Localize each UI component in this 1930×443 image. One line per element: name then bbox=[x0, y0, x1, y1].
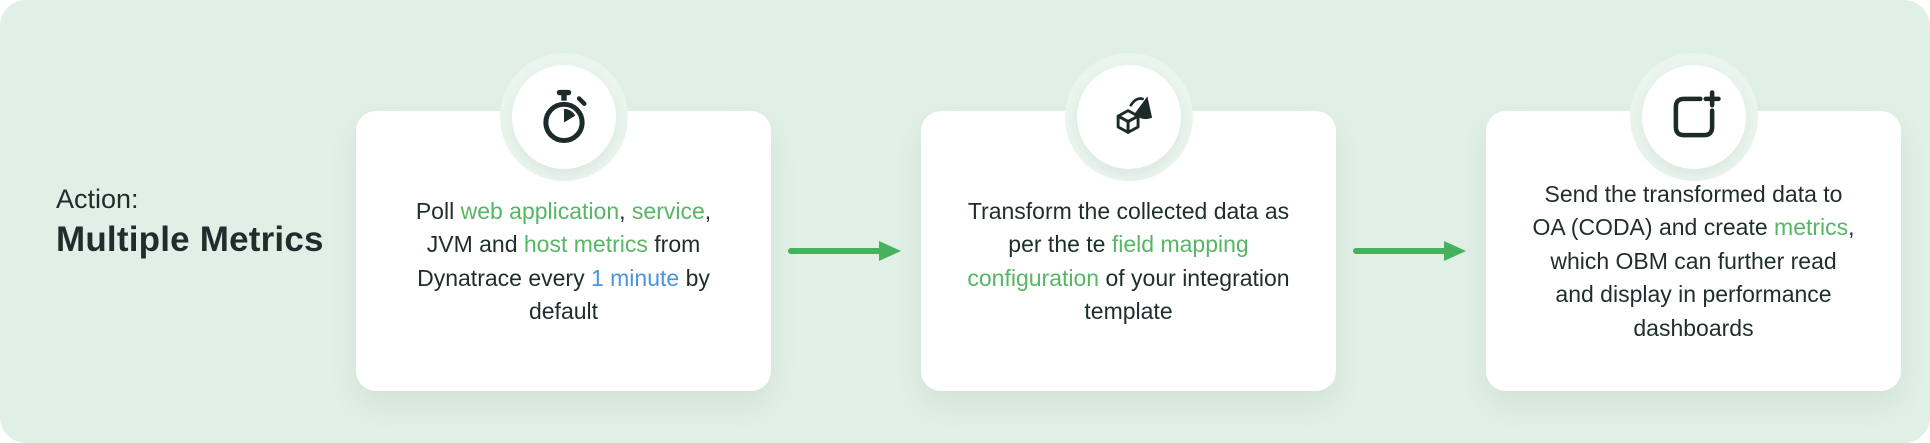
text-segment: , bbox=[619, 197, 632, 224]
text-segment: 1 minute bbox=[590, 264, 680, 291]
text-segment: Poll bbox=[415, 197, 461, 224]
flow-arrow bbox=[1353, 240, 1466, 261]
card-send-data: Send the transformed data to OA (CODA) a… bbox=[1486, 52, 1901, 391]
send-create-icon bbox=[1673, 89, 1721, 137]
text-segment: Send the transformed data to OA (CODA) a… bbox=[1532, 181, 1843, 241]
text-segment: host metrics bbox=[523, 231, 648, 258]
card-text: Send the transformed data to OA (CODA) a… bbox=[1529, 178, 1859, 345]
title-block: Action: Multiple Metrics bbox=[38, 181, 356, 261]
icon-circle bbox=[1641, 64, 1746, 169]
icon-halo bbox=[1629, 52, 1758, 181]
text-segment: Transform the collected data as per the … bbox=[967, 197, 1290, 258]
action-label: Action: bbox=[56, 184, 139, 215]
card-transform-data: Transform the collected data as per the … bbox=[921, 52, 1336, 391]
text-segment: from Dynatrace every bbox=[417, 231, 701, 291]
text-segment: service bbox=[631, 197, 705, 224]
stopwatch-icon bbox=[542, 89, 587, 143]
text-segment: metrics bbox=[1774, 214, 1849, 241]
text-segment: web application bbox=[460, 197, 620, 224]
card-poll-metrics: Poll web application, service, JVM and h… bbox=[356, 52, 771, 391]
flow-arrow bbox=[788, 240, 901, 261]
text-segment: , which OBM can further read and display… bbox=[1550, 214, 1855, 341]
text-segment: , JVM and bbox=[426, 197, 712, 258]
cards-row: Poll web application, service, JVM and h… bbox=[356, 52, 1901, 391]
text-segment: of your integration template bbox=[1084, 264, 1290, 324]
text-segment: by default bbox=[528, 264, 710, 324]
icon-halo bbox=[499, 52, 628, 181]
icon-circle bbox=[1076, 64, 1181, 169]
icon-circle bbox=[511, 64, 616, 169]
card-text: Poll web application, service, JVM and h… bbox=[399, 195, 729, 328]
text-segment: field mapping configuration bbox=[967, 231, 1249, 291]
transform-shapes-icon bbox=[1116, 95, 1152, 134]
action-title: Multiple Metrics bbox=[56, 219, 324, 259]
icon-halo bbox=[1064, 52, 1193, 181]
card-text: Transform the collected data as per the … bbox=[964, 195, 1294, 328]
